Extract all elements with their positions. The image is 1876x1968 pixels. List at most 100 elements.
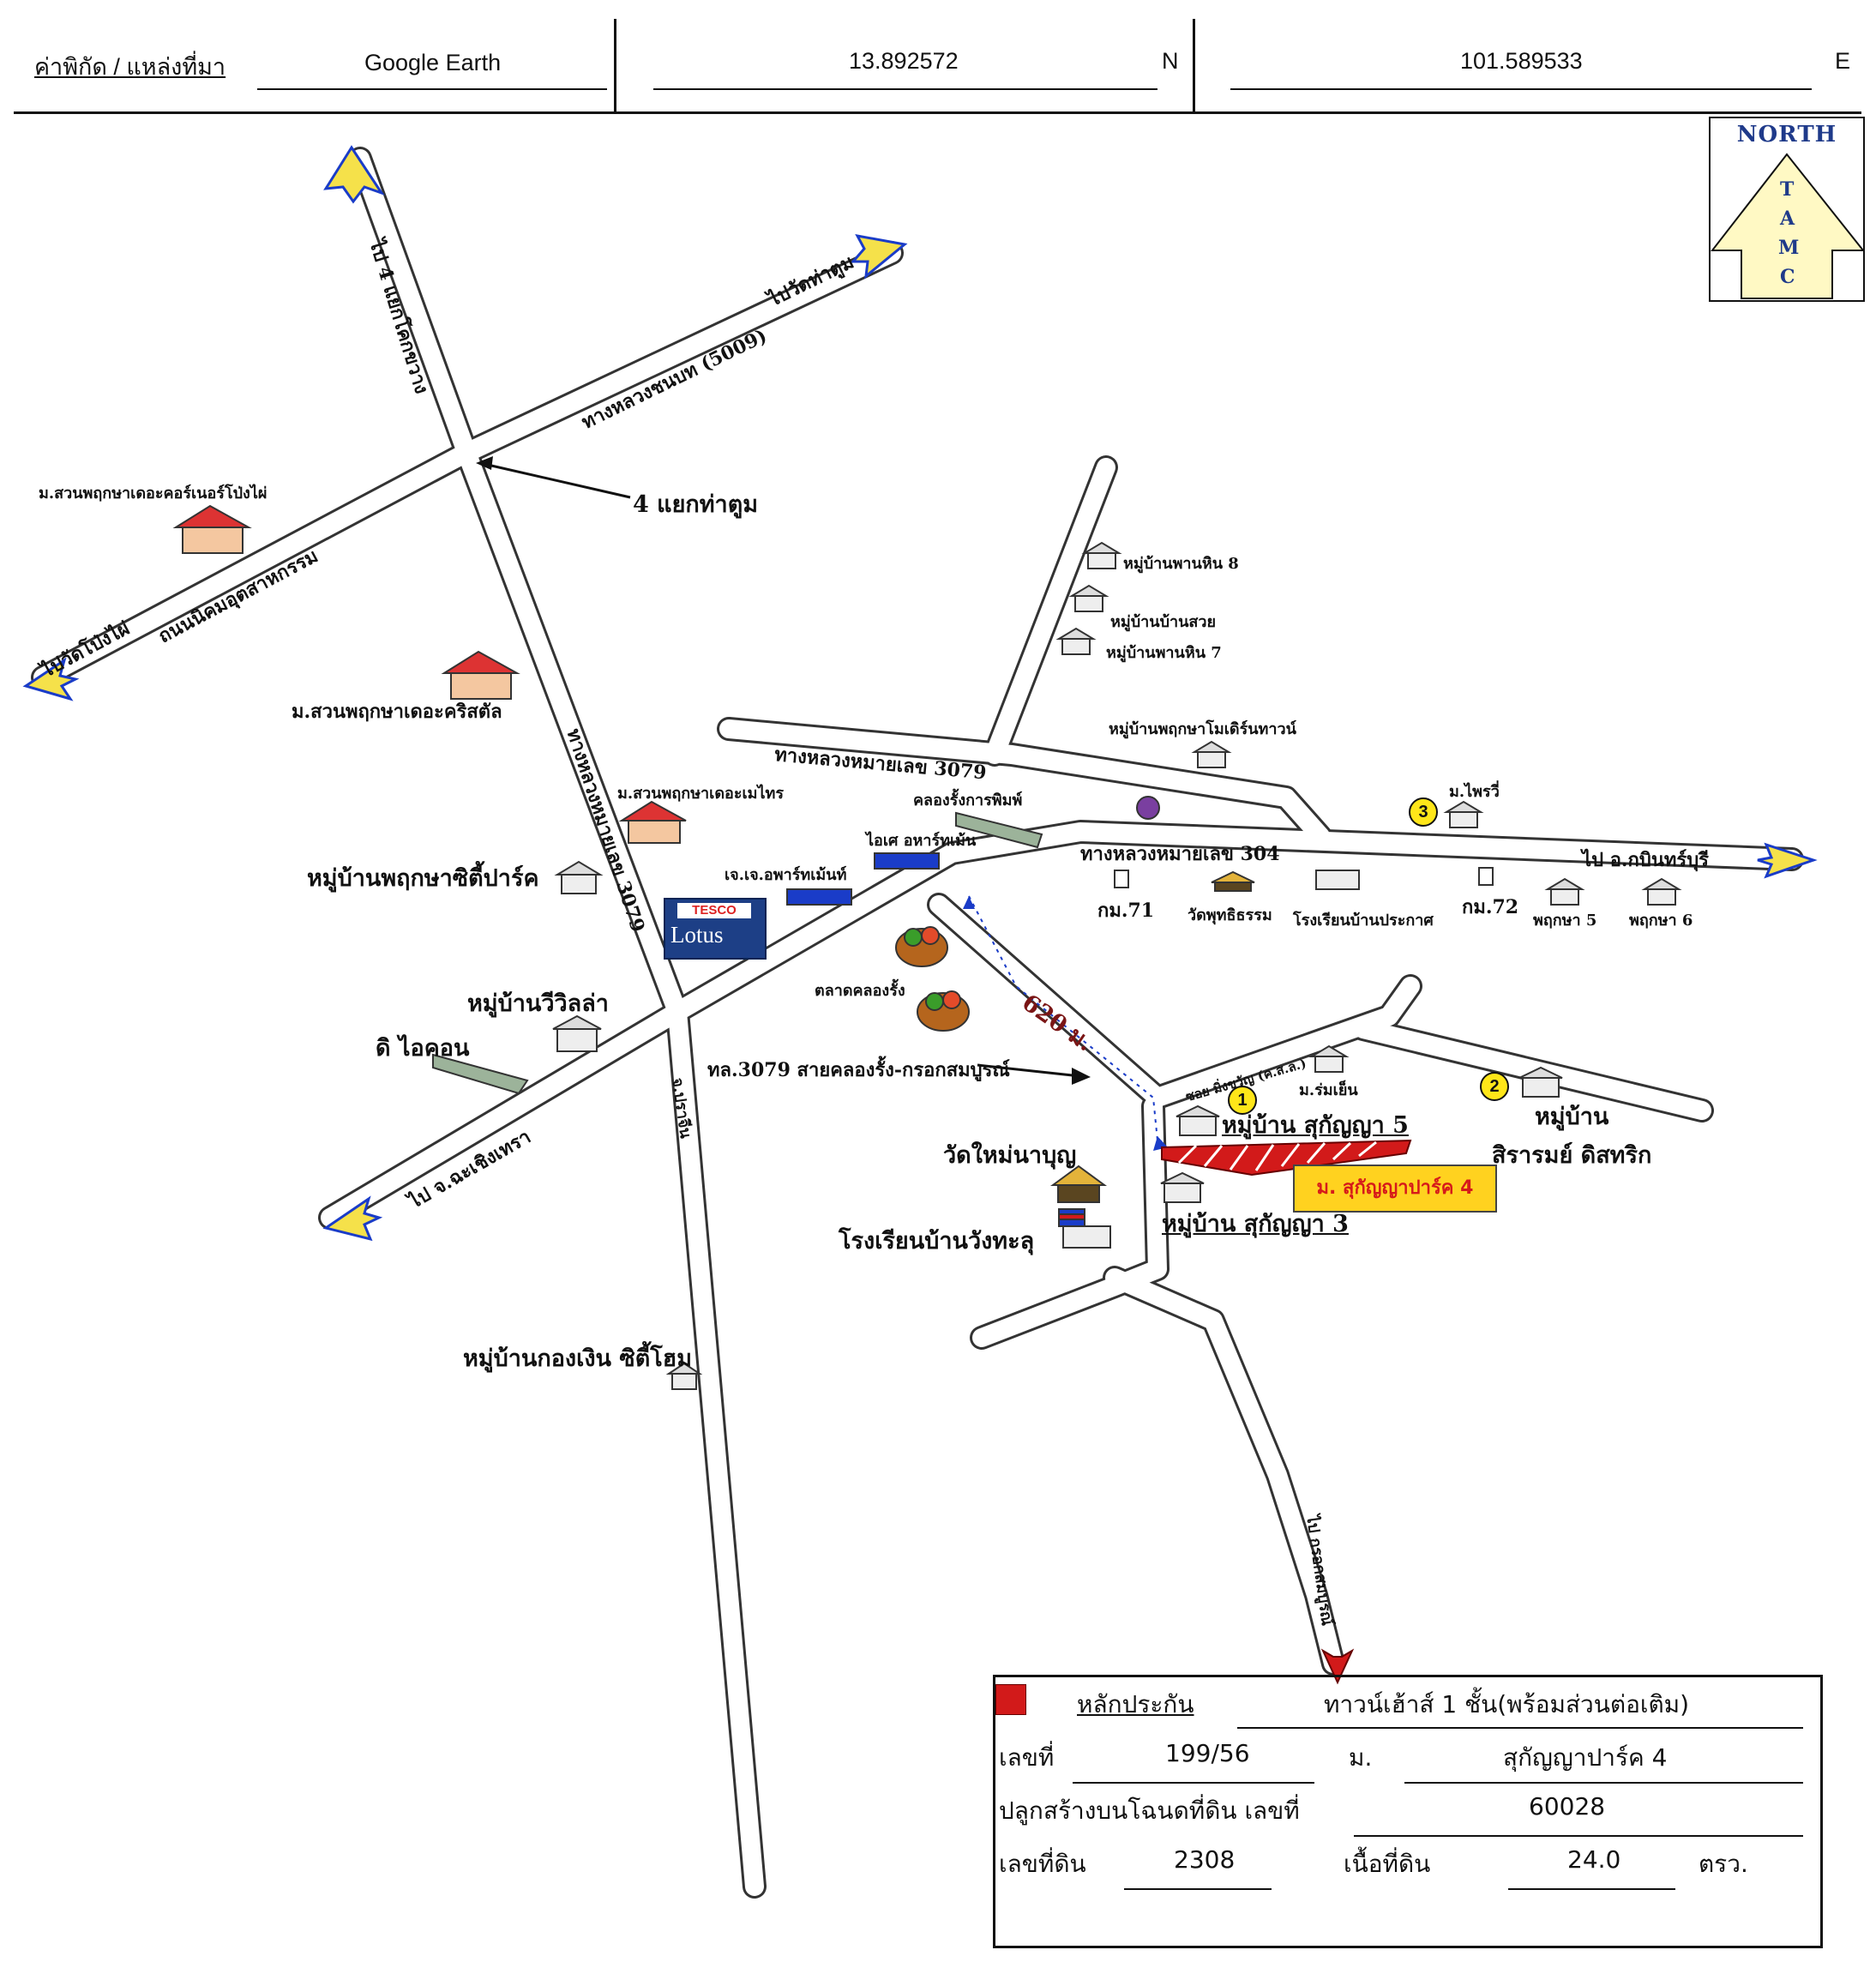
north-letter-c: C xyxy=(1780,266,1795,288)
school-icon xyxy=(1315,870,1360,890)
place-rom-yen: ม.ร่มเย็น xyxy=(1299,1081,1358,1099)
tesco-text: TESCO xyxy=(677,903,751,918)
village-underline xyxy=(1404,1782,1803,1784)
subject-block xyxy=(1161,1139,1412,1177)
temple-icon xyxy=(1211,870,1255,892)
place-wat-mai: วัดใหม่นาบุญ xyxy=(943,1142,1077,1169)
market-icon xyxy=(895,926,948,967)
marker-3: 3 xyxy=(1409,797,1438,827)
arrow-southwest-icon xyxy=(322,1195,383,1242)
arrow-west-icon xyxy=(22,657,80,701)
apartment-icon xyxy=(874,852,940,870)
coord-source: Google Earth xyxy=(364,50,502,75)
place-pruksa-city: หมู่บ้านพฤกษาซิตี้ปาร์ค xyxy=(307,865,539,892)
house-icon xyxy=(1518,1066,1563,1098)
latitude-value: 13.892572 xyxy=(849,48,959,74)
route-dotted-line xyxy=(968,895,1158,1141)
school-icon xyxy=(1058,1208,1111,1249)
collateral-info-box: หลักประกัน ทาวน์เฮ้าส์ 1 ชั้น(พร้อมส่วนต… xyxy=(993,1675,1823,1948)
temple-icon xyxy=(1049,1165,1108,1203)
place-km72: กม.72 xyxy=(1462,896,1519,918)
place-school-prakas: โรงเรียนบ้านประกาศ xyxy=(1293,912,1434,930)
house-icon xyxy=(665,1362,703,1390)
header-divider-1 xyxy=(614,19,616,113)
arrow-northeast-icon xyxy=(850,233,908,280)
deed-label: ปลูกสร้างบนโฉนดที่ดิน เลขที่ xyxy=(999,1796,1300,1825)
longitude-direction: E xyxy=(1835,48,1851,74)
arrow-east-icon xyxy=(1757,842,1818,879)
road-label-tl3079: ทล.3079 สายคลองรั้ง-กรอกสมบูรณ์ xyxy=(707,1059,1010,1081)
subject-label-box: ม. สุกัญญาปาร์ค 4 xyxy=(1293,1165,1497,1213)
place-phan-hin-8: หมู่บ้านพานหิน 8 xyxy=(1123,555,1239,573)
apartment-icon xyxy=(786,888,852,906)
house-icon xyxy=(1160,1171,1205,1203)
place-sirarom: หมู่บ้าน xyxy=(1535,1104,1609,1130)
deed-value: 60028 xyxy=(1529,1792,1606,1821)
number-label: เลขที่ xyxy=(999,1743,1055,1772)
marker-2: 2 xyxy=(1480,1072,1509,1101)
arrow-south-icon xyxy=(1320,1648,1355,1685)
place-pruksa6: พฤกษา 6 xyxy=(1629,912,1693,930)
house-icon xyxy=(618,800,687,844)
place-sukanya5: หมู่บ้าน สุกัญญา 5 xyxy=(1222,1112,1409,1139)
collateral-underline xyxy=(1237,1727,1803,1729)
place-suan-crystal: ม.สวนพฤกษาเดอะคริสตัล xyxy=(292,701,502,723)
house-icon xyxy=(1308,1044,1350,1073)
road-label-kabinburi: ไป อ.กบินทร์บุรี xyxy=(1582,849,1709,871)
header-divider-2 xyxy=(1193,19,1195,113)
land-no-value: 2308 xyxy=(1174,1845,1236,1874)
north-letter-a: A xyxy=(1780,208,1795,230)
place-school-wang: โรงเรียนบ้านวังทะลุ xyxy=(839,1228,1035,1255)
source-underline xyxy=(257,88,607,90)
latitude-direction: N xyxy=(1162,48,1179,74)
area-underline xyxy=(1508,1888,1675,1890)
place-prai: ม.ไพรวี่ xyxy=(1449,783,1500,801)
km-post-icon xyxy=(1478,867,1494,886)
north-arrow-icon xyxy=(1711,153,1863,299)
house-icon xyxy=(1191,740,1232,768)
header-rule xyxy=(14,111,1861,114)
place-printing: คลองรั้งการพิมพ์ xyxy=(913,791,1023,809)
road-label-304: ทางหลวงหมายเลข 304 xyxy=(1080,843,1280,865)
house-icon xyxy=(554,860,604,894)
house-icon xyxy=(172,504,252,554)
place-icon-village: ดิ ไอคอน xyxy=(376,1035,470,1062)
number-underline xyxy=(1073,1782,1314,1784)
area-label: เนื้อที่ดิน xyxy=(1344,1850,1431,1878)
subject-hatch xyxy=(1177,1140,1377,1171)
house-icon xyxy=(1081,541,1122,569)
place-sirarom-2: สิรารมย์ ดิสทริก xyxy=(1492,1142,1652,1169)
latitude-underline xyxy=(653,88,1157,90)
place-ice: ไอเศ อหาร์ทเม้น xyxy=(866,832,977,850)
place-market: ตลาดคลองรั้ง xyxy=(815,982,905,1000)
place-kong-ngern: หมู่บ้านกองเงิน ซิตี้โฮม xyxy=(463,1345,693,1372)
market-icon xyxy=(917,990,970,1032)
place-sukanya3: หมู่บ้าน สุกัญญา 3 xyxy=(1162,1211,1349,1237)
place-jj: เจ.เจ.อพาร์ทเม้นท์ xyxy=(725,866,847,884)
lotus-text: Lotus xyxy=(670,922,724,948)
land-no-underline xyxy=(1124,1888,1272,1890)
road-fills xyxy=(33,149,1801,1896)
collateral-value: ทาวน์เฮ้าส์ 1 ชั้น(พร้อมส่วนต่อเติม) xyxy=(1324,1690,1690,1718)
collateral-label: หลักประกัน xyxy=(1077,1690,1194,1718)
factory-icon xyxy=(432,1053,529,1095)
junction-pointer xyxy=(479,461,631,499)
longitude-underline xyxy=(1230,88,1812,90)
house-icon xyxy=(441,650,520,700)
place-suan-corner: ม.สวนพฤกษาเดอะคอร์เนอร์โป่งไผ่ xyxy=(39,484,268,503)
land-no-label: เลขที่ดิน xyxy=(999,1850,1086,1878)
house-icon xyxy=(1068,584,1109,612)
direction-arrows xyxy=(22,145,1818,1242)
place-km71: กม.71 xyxy=(1097,900,1155,922)
junction-pointer-head-icon xyxy=(476,456,493,470)
highway-pointer xyxy=(977,1063,1081,1078)
highway-pointer-head-icon xyxy=(1072,1068,1091,1085)
house-icons xyxy=(172,504,1682,1390)
house-icon xyxy=(1176,1104,1220,1136)
place-pruksa-modern: หมู่บ้านพฤกษาโมเดิร์นทาวน์ xyxy=(1109,720,1296,738)
house-icon xyxy=(552,1014,602,1052)
village-label: ม. xyxy=(1349,1743,1373,1772)
north-letter-m: M xyxy=(1778,237,1800,259)
area-value: 24.0 xyxy=(1567,1845,1621,1874)
house-icon xyxy=(1641,877,1682,906)
